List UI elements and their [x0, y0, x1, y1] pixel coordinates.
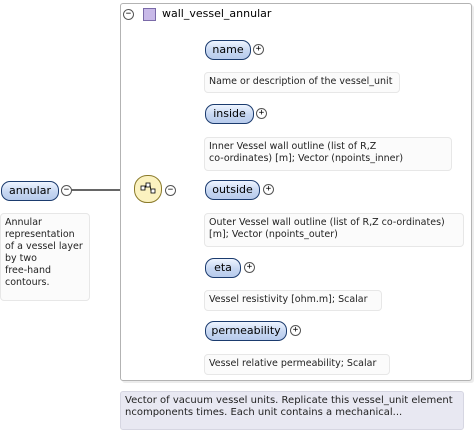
element-name-expand-toggle[interactable]: +	[253, 44, 264, 55]
root-element-annular[interactable]: annular	[1, 181, 59, 201]
type-container-box	[120, 3, 472, 381]
element-eta[interactable]: eta	[205, 258, 241, 278]
container-collapse-toggle[interactable]: −	[123, 9, 134, 20]
element-name[interactable]: name	[205, 40, 251, 60]
sequence-glyph-icon	[140, 182, 156, 194]
element-name-documentation: Name or description of the vessel_unit	[204, 72, 400, 93]
root-collapse-toggle[interactable]: −	[61, 185, 72, 196]
element-inside[interactable]: inside	[205, 104, 254, 124]
sequence-collapse-toggle[interactable]: −	[165, 185, 176, 196]
element-permeability[interactable]: permeability	[205, 321, 287, 341]
complex-type-square-icon	[143, 8, 156, 21]
element-permeability-expand-toggle[interactable]: +	[290, 325, 301, 336]
element-permeability-documentation: Vessel relative permeability; Scalar	[204, 354, 390, 375]
element-eta-documentation: Vessel resistivity [ohm.m]; Scalar	[204, 290, 382, 311]
element-eta-expand-toggle[interactable]: +	[244, 262, 255, 273]
container-documentation: Vector of vacuum vessel units. Replicate…	[120, 391, 464, 430]
element-outside-documentation: Outer Vessel wall outline (list of R,Z c…	[204, 213, 464, 247]
element-outside-expand-toggle[interactable]: +	[263, 184, 274, 195]
element-outside[interactable]: outside	[205, 180, 260, 200]
element-inside-documentation: Inner Vessel wall outline (list of R,Z c…	[204, 137, 452, 171]
sequence-compositor-icon[interactable]	[134, 175, 162, 203]
element-inside-expand-toggle[interactable]: +	[256, 108, 267, 119]
root-documentation: Annular representation of a vessel layer…	[0, 213, 90, 301]
container-title: wall_vessel_annular	[162, 7, 272, 20]
